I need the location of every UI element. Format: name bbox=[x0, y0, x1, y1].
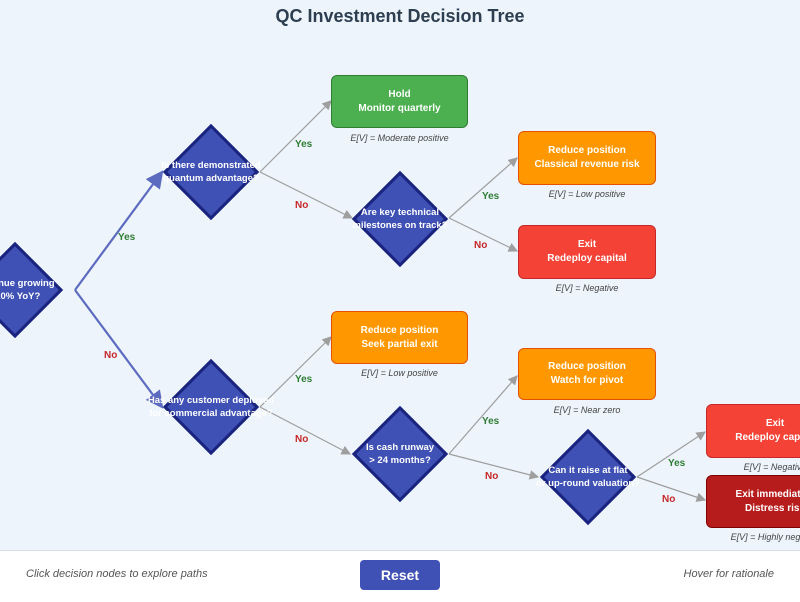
expected-value-label: E[V] = Moderate positive bbox=[350, 133, 449, 143]
decision-node-cash-runway[interactable]: Is cash runway> 24 months? bbox=[350, 404, 450, 504]
edge-label-yes: Yes bbox=[482, 416, 500, 427]
edge-d2-l1 bbox=[259, 100, 332, 173]
edge-d1-d2 bbox=[74, 170, 164, 291]
footer-hint-right: Hover for rationale bbox=[683, 568, 775, 580]
edge-label-no: No bbox=[474, 240, 487, 251]
edge-d5-d6 bbox=[448, 453, 540, 480]
decision-diamond[interactable] bbox=[162, 123, 260, 221]
edge-d4-l3 bbox=[448, 217, 519, 252]
edge-d5-l5 bbox=[448, 375, 518, 455]
footer-bar: Click decision nodes to explore paths Re… bbox=[0, 551, 800, 602]
outcome-exit-immediately[interactable]: Exit immediatelyDistress risk bbox=[706, 475, 800, 528]
diagram-canvas: QC Investment Decision Tree Yes No Yes N… bbox=[0, 0, 800, 551]
edge-label-no: No bbox=[485, 471, 498, 482]
expected-value-label: E[V] = Negative bbox=[743, 462, 800, 472]
edge-d3-d5 bbox=[259, 406, 352, 455]
decision-diamond[interactable] bbox=[351, 405, 449, 503]
decision-diamond[interactable] bbox=[162, 358, 260, 456]
footer-hint-left: Click decision nodes to explore paths bbox=[26, 568, 208, 580]
edge-d3-l4 bbox=[259, 336, 332, 408]
edge-label-yes: Yes bbox=[482, 191, 500, 202]
decision-diamond[interactable] bbox=[351, 170, 449, 268]
edge-label-yes: Yes bbox=[295, 374, 313, 385]
diagram-title: QC Investment Decision Tree bbox=[275, 6, 525, 26]
edge-label-yes: Yes bbox=[295, 139, 313, 150]
decision-node-revenue-growth[interactable]: Revenue growing>20% YoY? bbox=[0, 240, 65, 340]
edge-d4-l2 bbox=[448, 157, 518, 219]
expected-value-label: E[V] = Negative bbox=[555, 283, 619, 293]
decision-diamond[interactable] bbox=[0, 241, 64, 339]
edge-label-no: No bbox=[662, 494, 675, 505]
edge-label-yes: Yes bbox=[118, 232, 136, 243]
expected-value-label: E[V] = Highly negative bbox=[730, 532, 800, 542]
edge-d1-d3 bbox=[74, 289, 164, 409]
edge-d2-d4 bbox=[259, 171, 354, 219]
decision-diamond[interactable] bbox=[539, 428, 637, 526]
edge-label-no: No bbox=[104, 350, 117, 361]
expected-value-label: E[V] = Low positive bbox=[548, 189, 626, 199]
expected-value-label: E[V] = Near zero bbox=[553, 405, 621, 415]
reset-button[interactable]: Reset bbox=[360, 560, 440, 590]
edge-label-no: No bbox=[295, 200, 308, 211]
edge-d6-l7 bbox=[636, 476, 707, 502]
edge-label-yes: Yes bbox=[668, 458, 686, 469]
expected-value-label: E[V] = Low positive bbox=[361, 368, 438, 378]
edge-d6-l6 bbox=[636, 431, 707, 478]
edge-label-no: No bbox=[295, 434, 308, 445]
edges-layer: Yes No Yes No Yes No Yes No Yes No Yes N… bbox=[74, 100, 707, 505]
